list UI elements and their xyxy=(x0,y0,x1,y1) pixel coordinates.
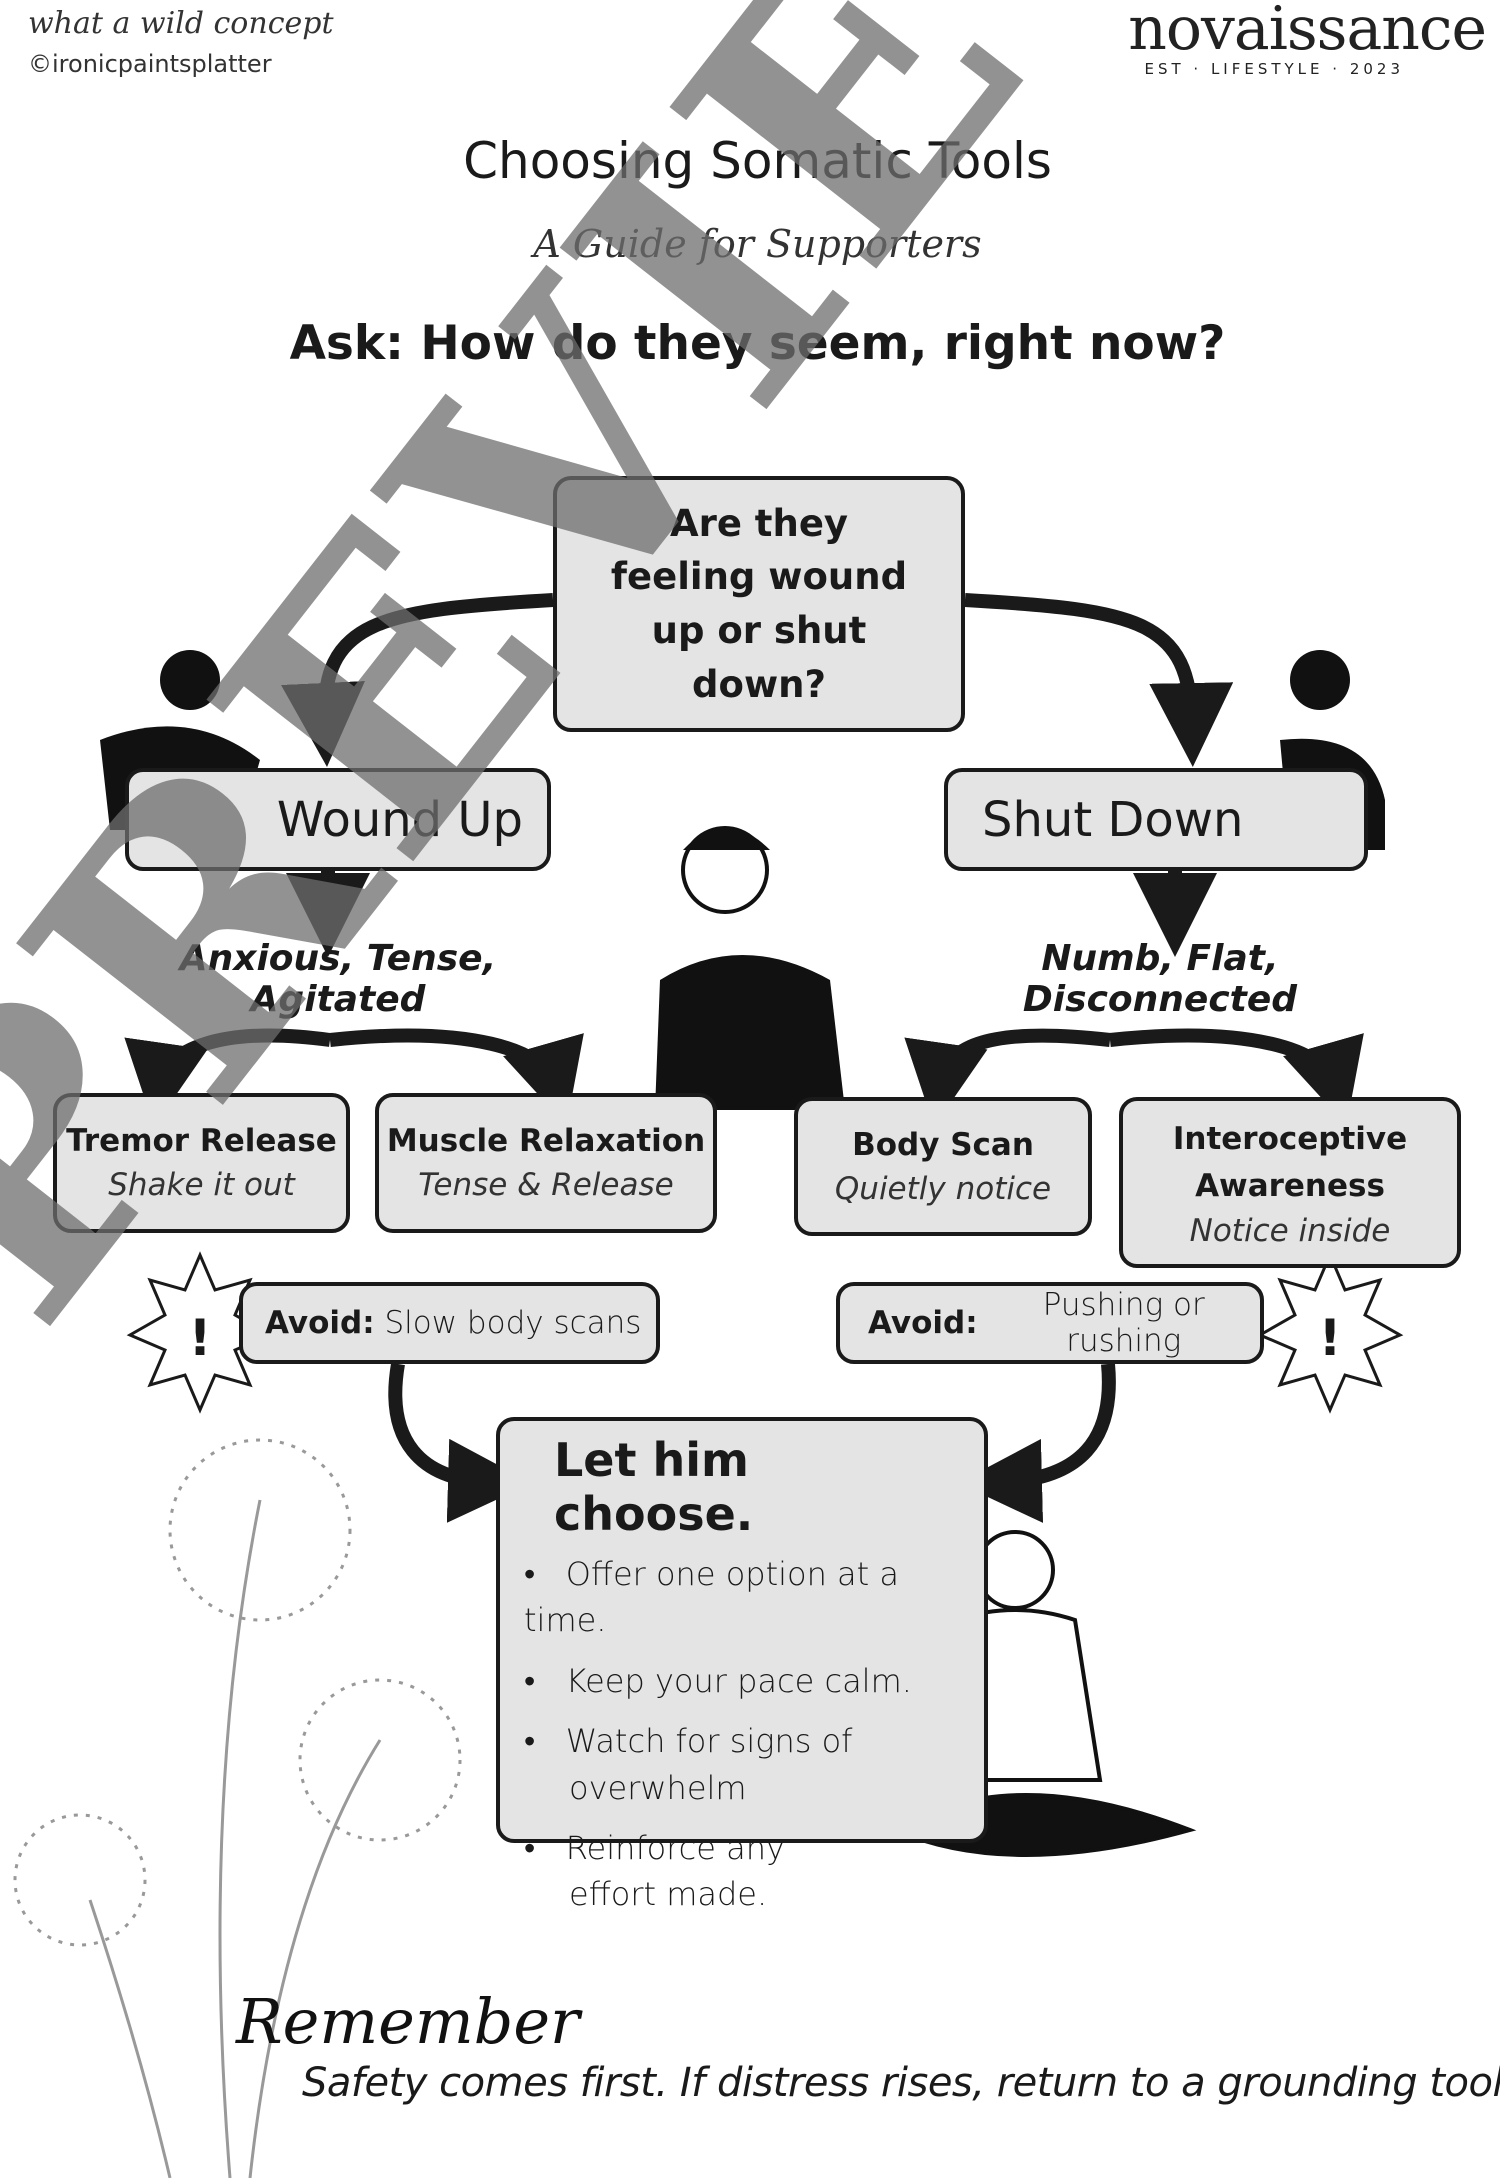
avoid-text: Slow body scans xyxy=(384,1305,642,1341)
tool-interoceptive-awareness: Interoceptive Awareness Notice inside xyxy=(1119,1097,1461,1268)
logo-sub: EST · LIFESTYLE · 2023 xyxy=(1144,60,1404,78)
question-box: Are they feeling wound up or shut down? xyxy=(553,476,965,732)
alert-burst-icon: ! xyxy=(1256,1251,1404,1414)
avoid-text: Pushing or rushing xyxy=(1042,1287,1205,1359)
page-subtitle: A Guide for Supporters xyxy=(533,222,982,266)
brand-script: what a wild concept xyxy=(28,6,334,41)
state-label: Shut Down xyxy=(982,791,1244,848)
svg-text:!: ! xyxy=(1319,1309,1342,1367)
arrow-to-wound-up xyxy=(281,593,554,767)
avoid-label: Avoid: xyxy=(868,1305,978,1341)
avoid-right: Avoid: Pushing or rushing xyxy=(836,1282,1264,1364)
arrow-to-shut-down xyxy=(964,593,1234,767)
remember-text: Safety comes first. If distress rises, r… xyxy=(302,2060,1500,2106)
state-label: Wound Up xyxy=(276,791,523,848)
tool-name: Muscle Relaxation xyxy=(386,1123,706,1159)
person-thinking-illustration xyxy=(655,826,845,1110)
bullet-item: • Offer one option at a time. xyxy=(524,1555,899,1640)
bullet-item: • Watch for signs of overwhelm xyxy=(524,1722,853,1807)
brand-handle: ©ironicpaintsplatter xyxy=(28,50,272,78)
tool-hint: Notice inside xyxy=(1189,1213,1391,1249)
tool-hint: Shake it out xyxy=(108,1167,295,1203)
state-shut-down: Shut Down xyxy=(944,768,1368,871)
choose-box: Let him choose. • Offer one option at a … xyxy=(496,1417,988,1913)
question-heading: Ask: How do they seem, right now? xyxy=(289,316,1226,371)
tool-name: Tremor Release xyxy=(66,1123,337,1159)
tool-tremor-release: Tremor Release Shake it out xyxy=(53,1093,350,1233)
tool-name: Body Scan xyxy=(852,1126,1034,1163)
remember-label: Remember xyxy=(236,1985,580,2058)
arrow-left-to-choose xyxy=(388,1362,532,1523)
avoid-label: Avoid: xyxy=(265,1305,375,1341)
bullet-item: • Keep your pace calm. xyxy=(524,1661,912,1700)
avoid-left: Avoid: Slow body scans xyxy=(239,1282,660,1364)
arrow-to-interoceptive xyxy=(1109,1028,1364,1126)
choose-title: Let him choose. xyxy=(554,1433,754,1541)
tool-hint: Tense & Release xyxy=(418,1167,674,1203)
tool-muscle-relaxation: Muscle Relaxation Tense & Release xyxy=(375,1093,717,1233)
bullet-item: • Reinforce any effort made. xyxy=(524,1828,785,1914)
arrow-to-tremor xyxy=(124,1028,331,1127)
wound-up-signs: Anxious, Tense, Agitated xyxy=(179,938,497,1020)
logo: novaissance xyxy=(1128,0,1487,64)
svg-text:!: ! xyxy=(189,1309,212,1367)
question-text: Are they feeling wound up or shut down? xyxy=(610,501,908,706)
alert-burst-icon: ! xyxy=(126,1251,274,1414)
arrow-to-muscle xyxy=(329,1028,584,1126)
shut-down-signs: Numb, Flat, Disconnected xyxy=(1022,938,1298,1020)
arrow-to-body-scan xyxy=(904,1028,1111,1127)
tool-hint: Quietly notice xyxy=(834,1170,1052,1207)
tool-name: Interoceptive Awareness xyxy=(1172,1121,1408,1204)
dandelion-illustration xyxy=(13,1438,462,2178)
page-title: Choosing Somatic Tools xyxy=(463,132,1052,190)
tool-body-scan: Body Scan Quietly notice xyxy=(794,1097,1092,1236)
arrow-right-to-choose xyxy=(958,1363,1116,1523)
state-wound-up: Wound Up xyxy=(125,768,551,871)
